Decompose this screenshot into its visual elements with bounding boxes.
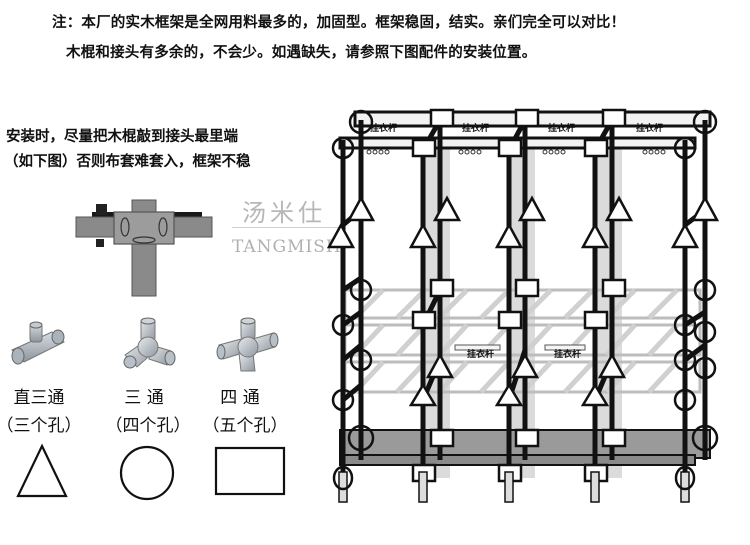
- rack-assembly-diagram: [326, 108, 720, 503]
- triangle-symbol-icon: [16, 443, 68, 498]
- connector-holes-three-way: （四个孔）: [105, 416, 191, 436]
- mid-rod-label-2: 挂衣杆: [554, 350, 582, 360]
- top-rod-label-3: 挂衣杆: [548, 124, 576, 134]
- top-rod-label-4: 挂衣杆: [636, 124, 664, 134]
- instruction-line-2: （如下图）否则布套难套入，框架不稳: [4, 154, 251, 170]
- connector-name-three-way: 三 通: [124, 388, 164, 408]
- top-rod-label-1: 挂衣杆: [370, 124, 398, 134]
- notice-line-1: 注：本厂的实木框架是全网用料最多的，加固型。框架稳固，结实。亲们完全可以对比！: [52, 15, 626, 31]
- watermark-cn: 汤米仕: [242, 199, 326, 227]
- four-way-connector-image: [216, 317, 279, 372]
- mid-rod-label-1: 挂衣杆: [467, 350, 495, 360]
- watermark-en: TANGMISH: [232, 237, 342, 257]
- three-way-connector-image: [123, 317, 176, 369]
- straight-tee-connector-image: [11, 321, 65, 365]
- connector-holes-four-way: （五个孔）: [202, 416, 288, 436]
- connector-name-four-way: 四 通: [220, 388, 260, 408]
- connector-name-straight-tee: 直三通: [13, 388, 65, 408]
- notice-line-2: 木棍和接头有多余的，不会少。如遇缺失，请参照下图配件的安装位置。: [66, 45, 537, 61]
- rectangle-symbol-icon: [214, 446, 286, 496]
- watermark-divider: [232, 227, 340, 228]
- top-rod-label-2: 挂衣杆: [462, 124, 490, 134]
- tjoint-insertion-diagram: [75, 199, 213, 297]
- instruction-line-1: 安装时，尽量把木棍敲到接头最里端: [6, 129, 238, 145]
- brand-watermark: 汤米仕 TANGMISH: [232, 185, 342, 270]
- connector-holes-straight-tee: （三个孔）: [0, 416, 82, 436]
- circle-symbol-icon: [119, 445, 175, 501]
